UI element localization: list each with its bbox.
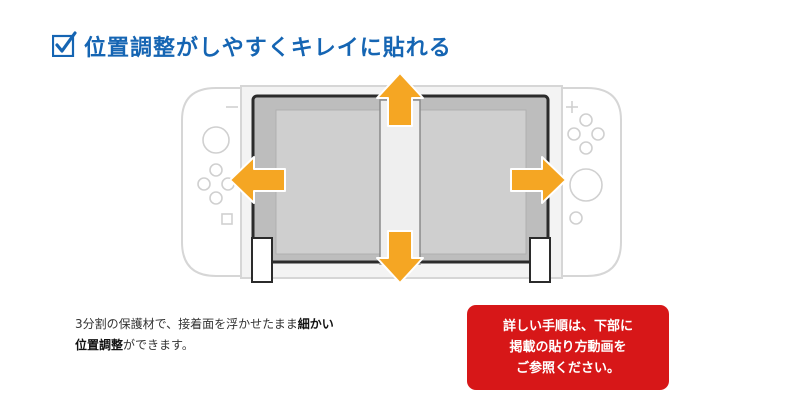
notice-line3: ご参照ください。 xyxy=(515,361,620,376)
caption-line1: 3分割の保護材で、接着面を浮かせたまま xyxy=(75,317,298,331)
arrow-right-icon xyxy=(510,156,567,204)
arrow-up-icon xyxy=(376,72,424,127)
page-title: 位置調整がしやすくキレイに貼れる xyxy=(84,36,452,61)
caption-line1-bold: 細かい xyxy=(297,317,334,331)
notice-line1: 詳しい手順は、下部に xyxy=(502,319,633,334)
right-joycon-controls xyxy=(566,101,605,225)
arrow-down-icon xyxy=(376,230,424,284)
caption-line2-bold: 位置調整 xyxy=(75,338,124,352)
caption-line2: ができます。 xyxy=(123,338,194,352)
arrow-left-icon xyxy=(229,156,286,204)
caption: 3分割の保護材で、接着面を浮かせたまま細かい 位置調整ができます。 xyxy=(75,314,334,356)
header: 位置調整がしやすくキレイに貼れる xyxy=(52,30,452,62)
checkbox-check-icon xyxy=(52,31,77,57)
notice-line2: 掲載の貼り方動画を xyxy=(509,340,627,355)
bottom-clips xyxy=(251,237,551,283)
left-joycon-controls xyxy=(197,106,238,225)
notice-box: 詳しい手順は、下部に 掲載の貼り方動画を ご参照ください。 xyxy=(467,305,669,390)
